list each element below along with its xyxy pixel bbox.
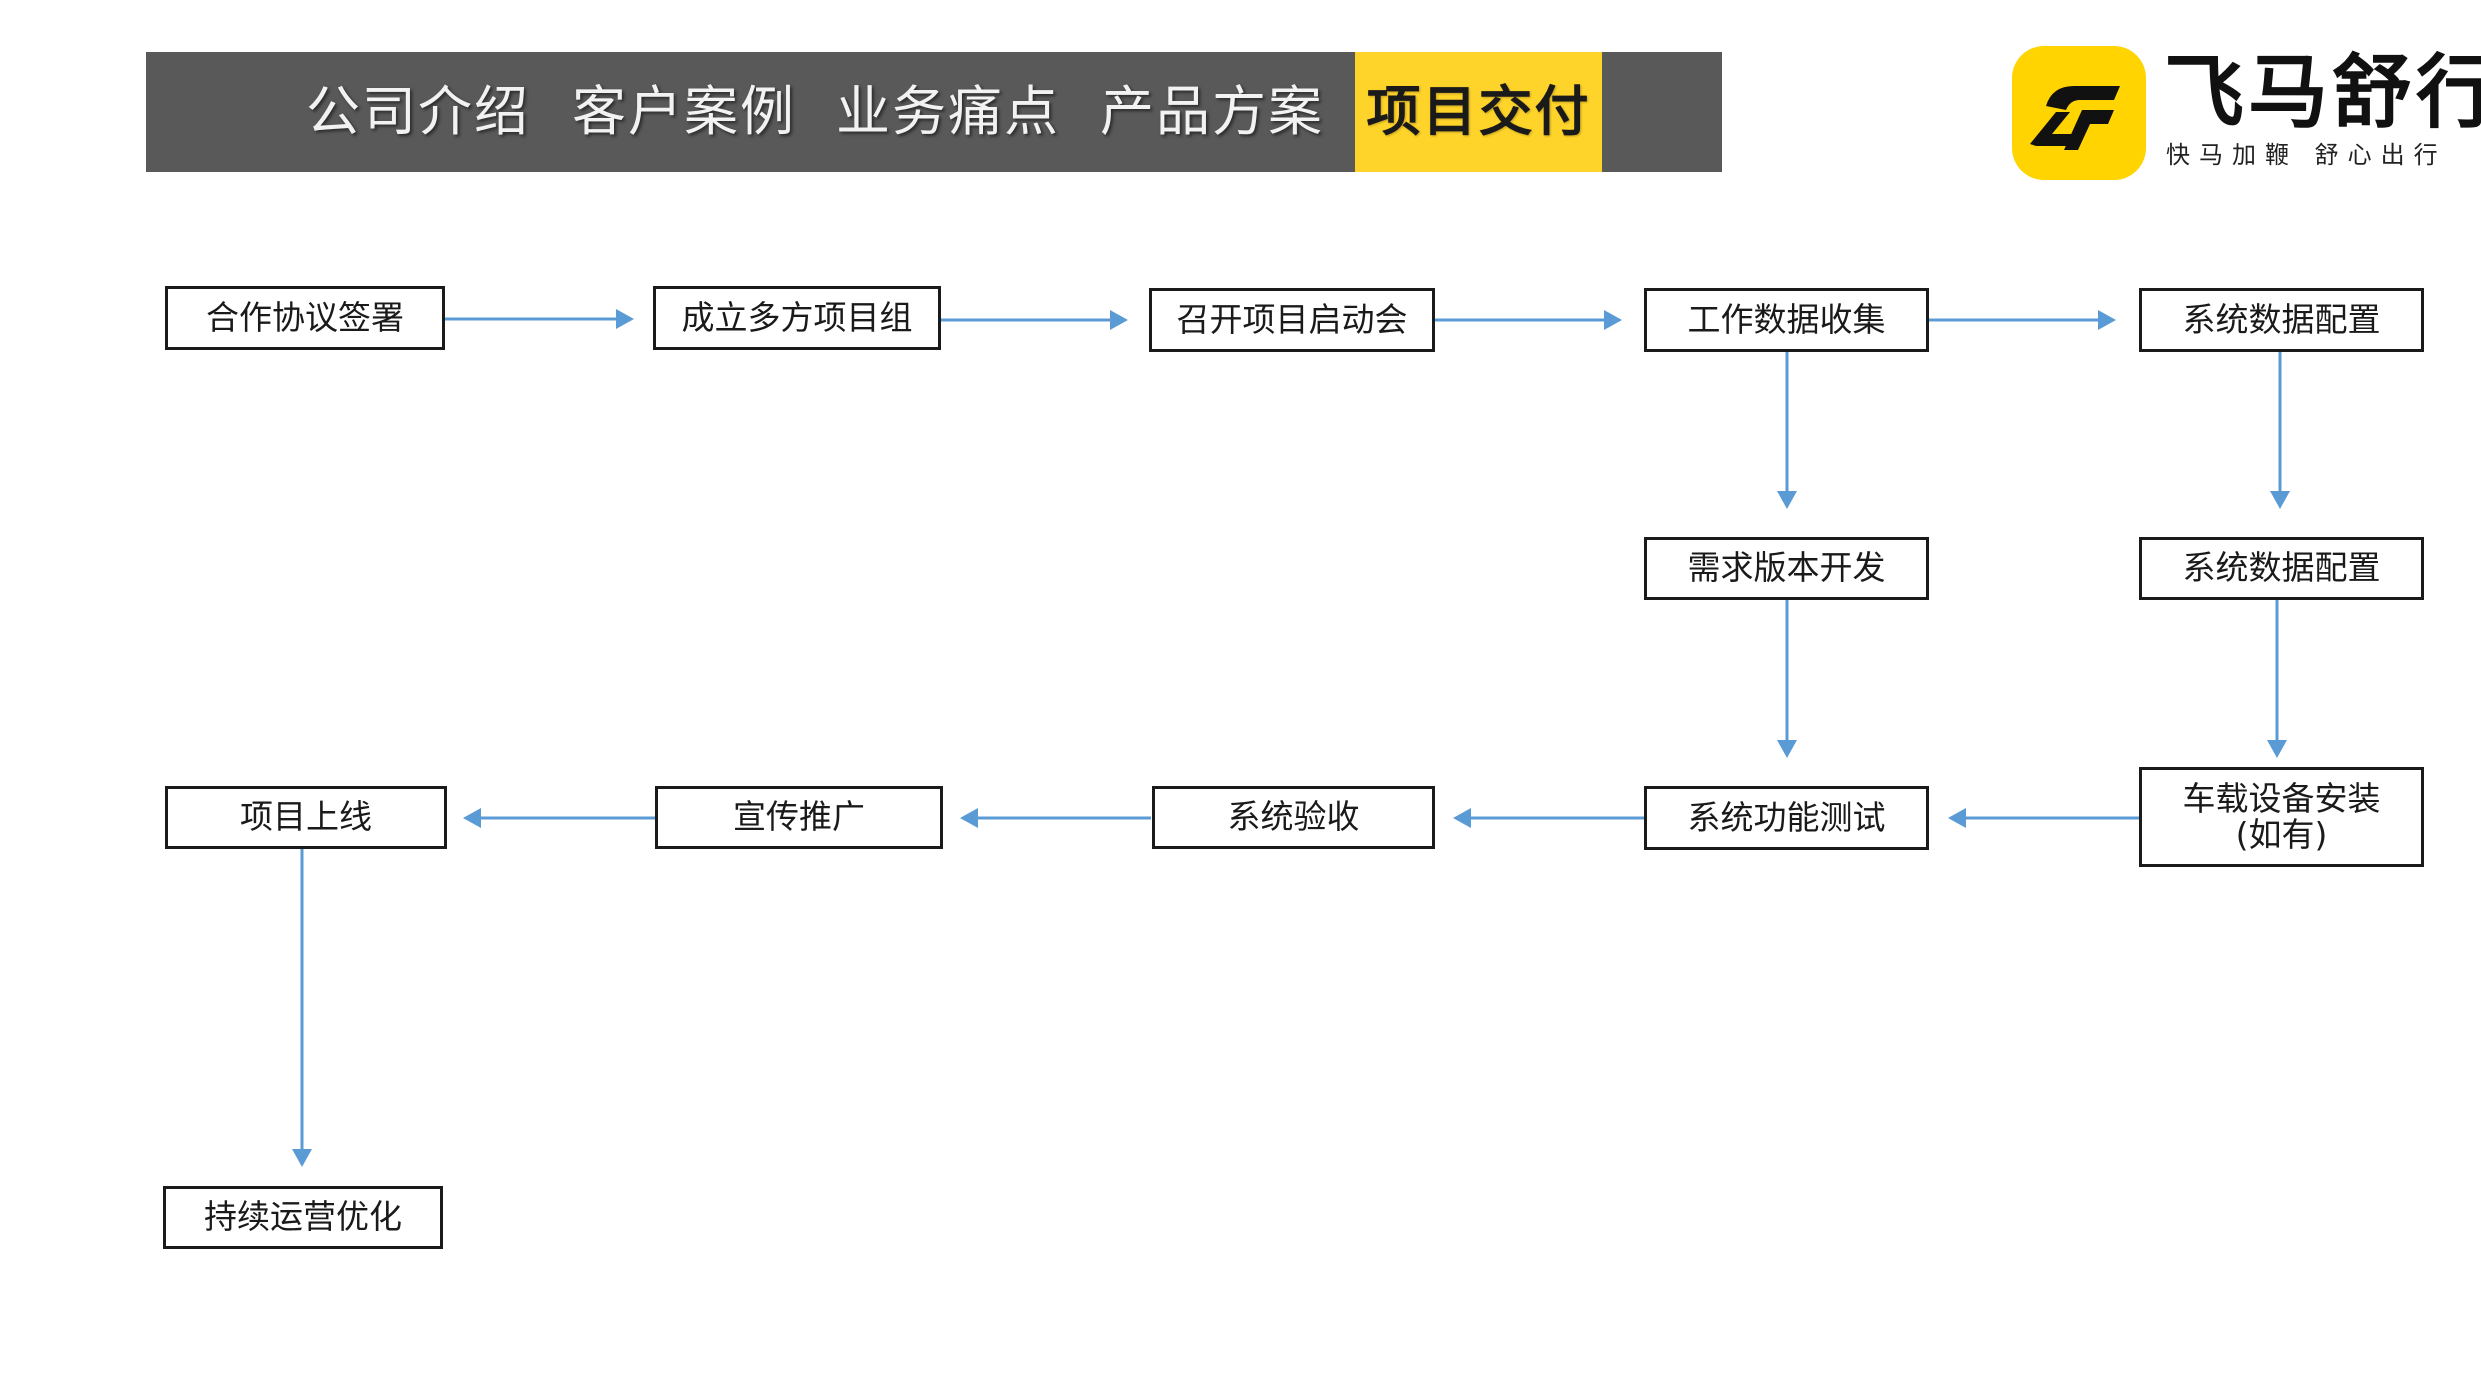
fmsx-logo-icon [2012,46,2146,180]
step-label: 需求版本开发 [1687,548,1886,588]
step-data-collection: 工作数据收集 [1644,288,1929,352]
step-label: 持续运营优化 [204,1197,402,1237]
step-label: 系统功能测试 [1687,797,1886,837]
step-label: 项目上线 [240,797,372,837]
step-note: (如有) [2235,815,2328,854]
tab-pain-points[interactable]: 业务痛点 [836,80,1060,143]
step-label: 车载设备安装 [2182,778,2381,818]
step-promotion: 宣传推广 [655,786,943,849]
step-label: 召开项目启动会 [1176,299,1408,339]
brand-logo: 飞马舒行 快马加鞭 舒心出行 [2006,35,2481,185]
step-system-data-config-2: 系统数据配置 [2139,537,2424,600]
step-label: 宣传推广 [733,797,865,837]
step-label: 合作协议签署 [206,297,404,337]
step-version-development: 需求版本开发 [1644,537,1929,600]
step-agreement-signing: 合作协议签署 [165,286,445,350]
tab-project-delivery[interactable]: 项目交付 [1355,52,1602,172]
step-label: 成立多方项目组 [681,297,913,337]
step-label: 系统验收 [1227,797,1360,837]
brand-name: 飞马舒行 [2164,46,2481,139]
top-nav-bar: 公司介绍 客户案例 业务痛点 产品方案 项目交付 [146,52,1722,172]
step-system-function-test: 系统功能测试 [1644,786,1929,850]
brand-slogan: 快马加鞭 舒心出行 [2166,141,2447,169]
step-system-data-config-1: 系统数据配置 [2139,288,2424,352]
step-vehicle-device-install: 车载设备安装 (如有) [2139,767,2424,867]
step-label: 工作数据收集 [1687,299,1886,339]
step-label: 系统数据配置 [2182,548,2381,588]
step-project-launch: 项目上线 [165,786,447,849]
step-continuous-optimization: 持续运营优化 [163,1186,443,1249]
step-system-acceptance: 系统验收 [1152,786,1435,849]
step-form-project-team: 成立多方项目组 [653,286,941,350]
step-kickoff-meeting: 召开项目启动会 [1149,288,1435,352]
tab-product-solution[interactable]: 产品方案 [1100,80,1324,143]
step-label: 系统数据配置 [2182,299,2381,339]
tab-company-intro[interactable]: 公司介绍 [306,80,530,143]
tab-customer-cases[interactable]: 客户案例 [572,80,796,143]
